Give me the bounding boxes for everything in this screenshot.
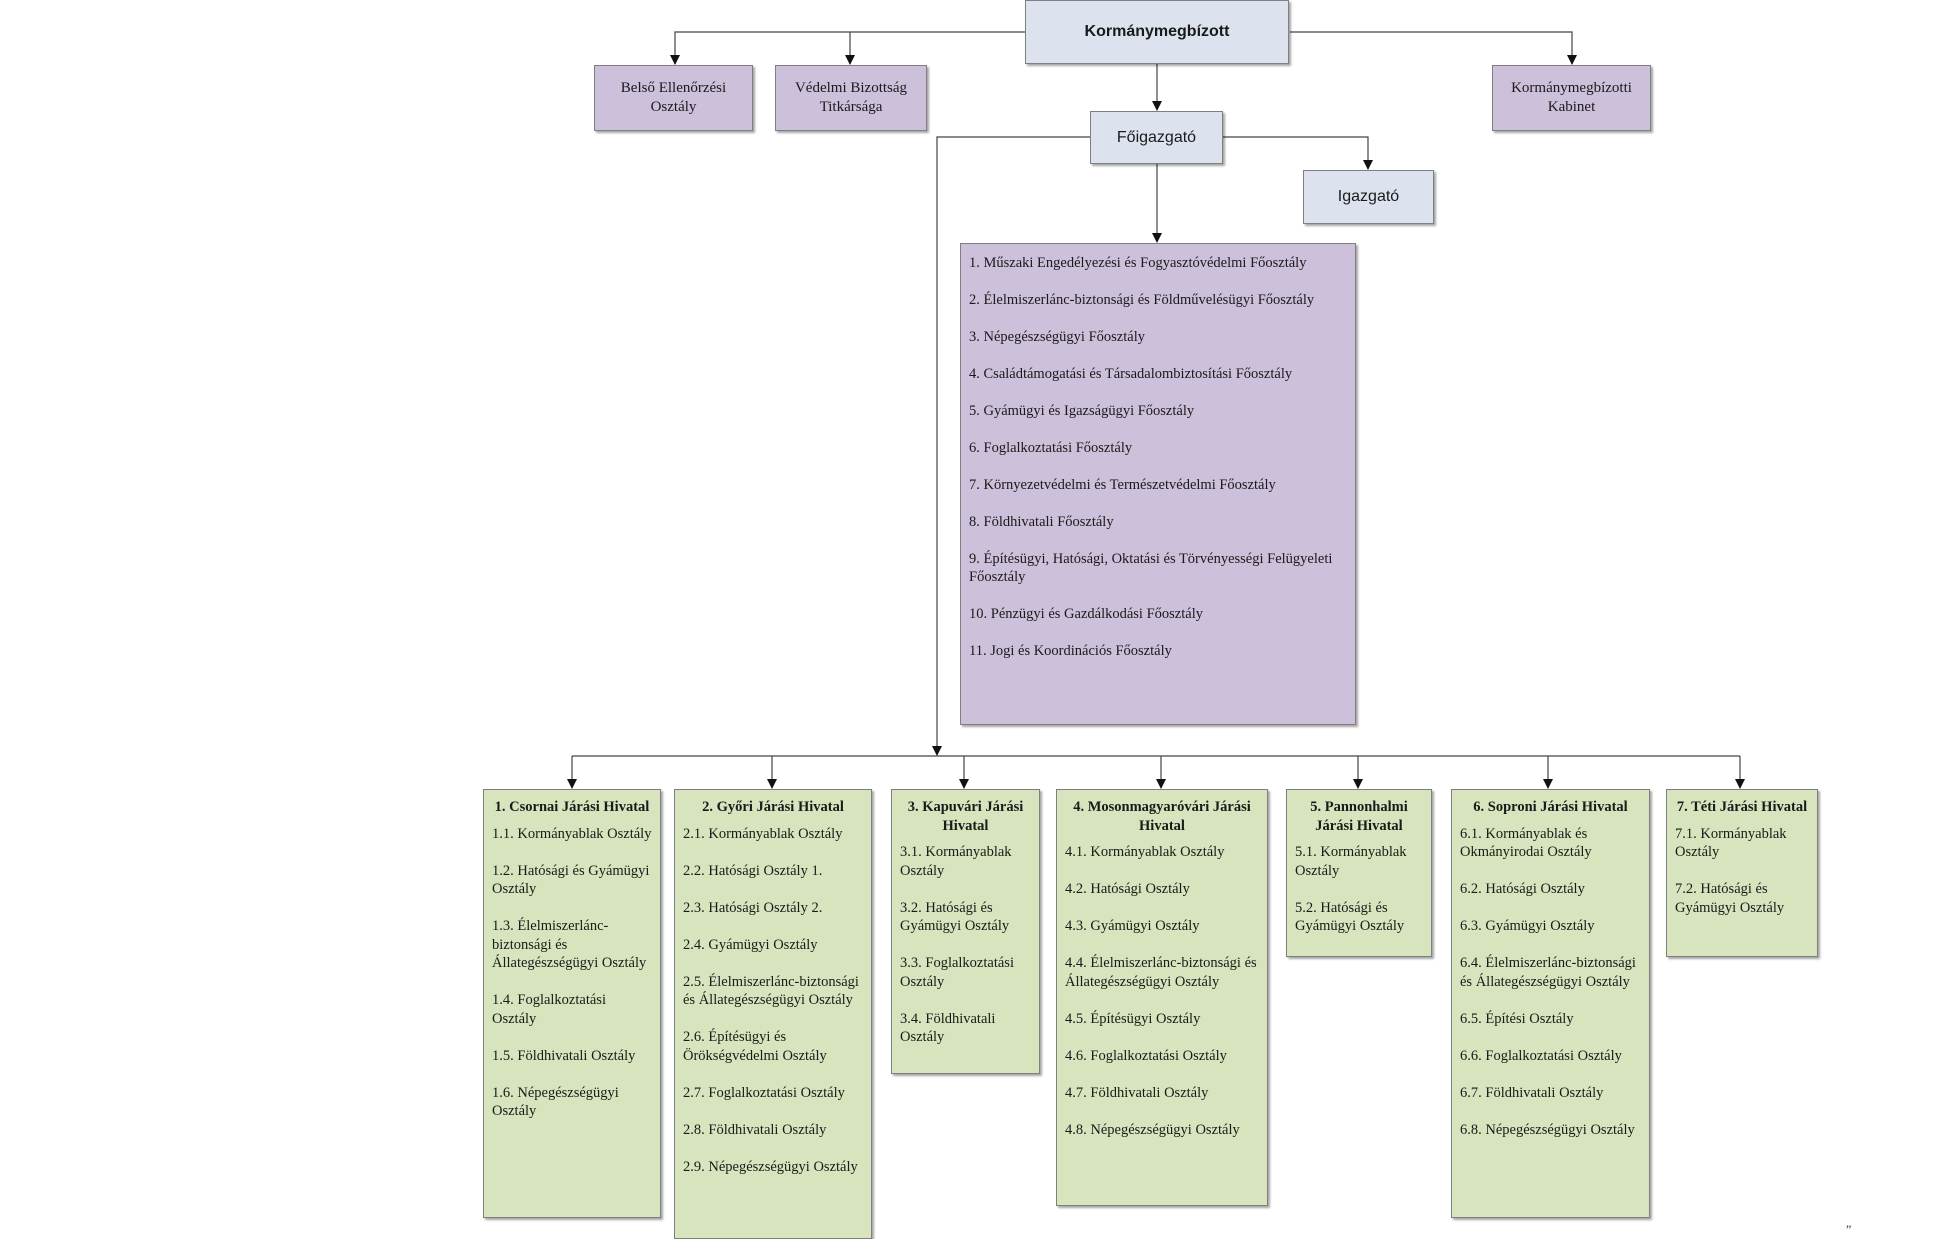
district-office-title: 2. Győri Járási Hivatal	[702, 799, 844, 815]
igazgato-label: Igazgató	[1337, 188, 1400, 205]
district-office: 7. Téti Járási Hivatal 7.1. Kormányablak …	[1666, 789, 1818, 957]
department-item: 7. Környezetvédelmi és Természetvédelmi …	[969, 477, 1276, 493]
district-unit-item: 6.2. Hatósági Osztály	[1460, 881, 1585, 897]
box-foosztalyok: 1. Műszaki Engedélyezési és Fogyasztóvéd…	[960, 243, 1356, 725]
box-kabinet: Kormánymegbízotti Kabinet	[1492, 65, 1651, 131]
district-unit-item: 5.1. Kormányablak Osztály	[1295, 844, 1407, 879]
district-office-title: 6. Soproni Járási Hivatal	[1473, 799, 1628, 815]
district-unit-item: 1.2. Hatósági és Gyámügyi Osztály	[492, 862, 650, 898]
district-unit-item: 6.8. Népegészségügyi Osztály	[1460, 1121, 1635, 1138]
kormanymegbizott-label: Kormánymegbízott	[1084, 23, 1230, 40]
department-item: 4. Családtámogatási és Társadalombiztosí…	[969, 366, 1293, 382]
district-unit-item: 6.6. Foglalkoztatási Osztály	[1460, 1047, 1622, 1064]
department-item: 3. Népegészségügyi Főosztály	[969, 329, 1145, 345]
district-office: 3. Kapuvári Járási Hivatal 3.1. Kormányab…	[891, 789, 1040, 1074]
box-kormanymegbizott: Kormánymegbízott	[1025, 0, 1289, 64]
district-unit-item: 7.2. Hatósági és Gyámügyi Osztály	[1675, 881, 1785, 916]
foigazgato-label: Főigazgató	[1116, 128, 1197, 146]
district-unit-item: 3.3. Foglalkoztatási Osztály	[900, 955, 1014, 990]
department-item: 1. Műszaki Engedélyezési és Fogyasztóvéd…	[969, 255, 1307, 271]
district-unit-item: 6.1. Kormányablak és Okmányirodai Osztál…	[1460, 825, 1592, 861]
belso-label: Belső Ellenőrzési Osztály	[620, 80, 727, 115]
district-office: 1. Csornai Járási Hivatal 1.1. Kormányabl…	[483, 789, 661, 1218]
district-unit-item: 4.5. Építésügyi Osztály	[1065, 1010, 1201, 1027]
box-igazgato: Igazgató	[1303, 170, 1434, 224]
connector-to-district-bus	[932, 136, 1090, 756]
district-unit-item: 6.7. Földhivatali Osztály	[1460, 1084, 1604, 1101]
district-unit-item: 6.3. Gyámügyi Osztály	[1460, 918, 1595, 934]
district-unit-item: 4.3. Gyámügyi Osztály	[1065, 918, 1200, 934]
district-office-title: 5. Pannonhalmi Járási Hivatal	[1310, 799, 1408, 834]
district-unit-item: 3.4. Földhivatali Osztály	[900, 1010, 996, 1046]
district-unit-item: 2.7. Foglalkoztatási Osztály	[683, 1084, 845, 1101]
district-unit-item: 2.3. Hatósági Osztály 2.	[683, 899, 823, 916]
vedelmi-label: Védelmi Bizottság Titkársága	[794, 80, 908, 115]
department-item: 8. Földhivatali Főosztály	[969, 514, 1114, 530]
district-unit-item: 2.6. Építésügyi és Örökségvédelmi Osztál…	[683, 1029, 827, 1064]
box-vedelmi-bizottsag: Védelmi Bizottság Titkársága	[775, 65, 927, 131]
district-unit-item: 1.3. Élelmiszerlánc-biztonsági és Állate…	[492, 918, 647, 971]
district-unit-item: 7.1. Kormányablak Osztály	[1675, 825, 1787, 861]
connector-to-igazgato	[1222, 136, 1373, 170]
district-office: 5. Pannonhalmi Járási Hivatal 5.1. Kormán…	[1286, 789, 1432, 957]
box-foigazgato: Főigazgató	[1090, 111, 1223, 164]
department-item: 9. Építésügyi, Hatósági, Oktatási és Tör…	[969, 551, 1333, 585]
district-unit-item: 4.2. Hatósági Osztály	[1065, 881, 1190, 897]
district-unit-item: 4.4. Élelmiszerlánc-biztonsági és Állate…	[1065, 955, 1257, 990]
department-item: 2. Élelmiszerlánc-biztonsági és Földműve…	[969, 292, 1315, 308]
kabinet-label: Kormánymegbízotti Kabinet	[1511, 80, 1632, 115]
box-belso-ellenorzesi: Belső Ellenőrzési Osztály	[594, 65, 753, 131]
district-unit-item: 6.5. Építési Osztály	[1460, 1010, 1574, 1027]
district-unit-item: 3.1. Kormányablak Osztály	[900, 844, 1012, 879]
district-unit-item: 1.4. Foglalkoztatási Osztály	[492, 992, 606, 1027]
connector-to-belso	[670, 31, 1025, 65]
corner-mark: ”	[1846, 1222, 1852, 1236]
department-item: 6. Foglalkoztatási Főosztály	[969, 440, 1133, 456]
district-office-title: 7. Téti Járási Hivatal	[1676, 799, 1808, 815]
district-unit-item: 2.1. Kormányablak Osztály	[683, 825, 843, 842]
district-unit-item: 4.6. Foglalkoztatási Osztály	[1065, 1047, 1227, 1064]
district-unit-item: 2.4. Gyámügyi Osztály	[683, 936, 818, 953]
district-unit-item: 2.9. Népegészségügyi Osztály	[683, 1158, 858, 1175]
district-unit-item: 1.5. Földhivatali Osztály	[492, 1047, 636, 1064]
district-unit-item: 4.7. Földhivatali Osztály	[1065, 1084, 1209, 1101]
district-unit-item: 1.1. Kormányablak Osztály	[492, 825, 652, 842]
district-unit-item: 2.2. Hatósági Osztály 1.	[683, 862, 823, 879]
district-unit-item: 6.4. Élelmiszerlánc-biztonsági és Állate…	[1460, 955, 1636, 990]
district-unit-item: 4.8. Népegészségügyi Osztály	[1065, 1121, 1240, 1138]
district-office: 6. Soproni Járási Hivatal 6.1. Kormányabl…	[1451, 789, 1650, 1218]
connector-to-kabinet	[1290, 31, 1577, 65]
district-office-title: 4. Mosonmagyaróvári Járási Hivatal	[1073, 799, 1251, 834]
district-unit-item: 5.2. Hatósági és Gyámügyi Osztály	[1295, 899, 1405, 935]
district-unit-item: 4.1. Kormányablak Osztály	[1065, 844, 1225, 860]
district-office: 2. Győri Járási Hivatal 2.1. Kormányablak…	[674, 789, 872, 1239]
district-office-title: 3. Kapuvári Járási Hivatal	[907, 799, 1024, 834]
department-item: 5. Gyámügyi és Igazságügyi Főosztály	[969, 403, 1195, 419]
department-item: 11. Jogi és Koordinációs Főosztály	[969, 643, 1172, 659]
district-unit-item: 1.6. Népegészségügyi Osztály	[492, 1084, 619, 1120]
district-office: 4. Mosonmagyaróvári Járási Hivatal 4.1. K…	[1056, 789, 1268, 1206]
district-office-title: 1. Csornai Járási Hivatal	[494, 799, 650, 815]
district-unit-item: 3.2. Hatósági és Gyámügyi Osztály	[900, 899, 1010, 935]
district-unit-item: 2.8. Földhivatali Osztály	[683, 1121, 827, 1138]
department-item: 10. Pénzügyi és Gazdálkodási Főosztály	[969, 606, 1203, 622]
district-unit-item: 2.5. Élelmiszerlánc-biztonsági és Állate…	[683, 973, 859, 1009]
